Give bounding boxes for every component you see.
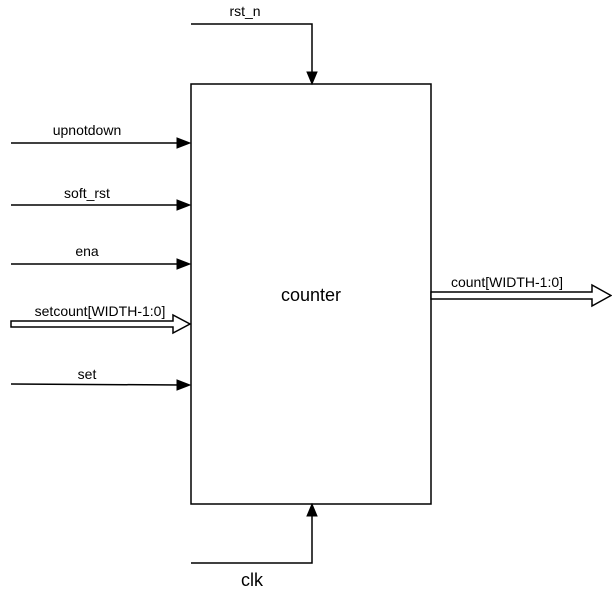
setcount-bus-arrow-icon <box>10 313 192 335</box>
module-name-label: counter <box>281 285 341 305</box>
count-bus-arrow-icon <box>430 283 612 308</box>
count-label: count[WIDTH-1:0] <box>451 274 563 290</box>
ena-label: ena <box>75 243 99 259</box>
soft-rst-arrowhead-icon <box>176 199 192 211</box>
rst-n-wire <box>191 23 313 76</box>
soft-rst-signal: soft_rst <box>11 185 192 211</box>
ena-signal: ena <box>11 243 192 270</box>
set-arrowhead-icon <box>176 379 192 391</box>
counter-module-box <box>190 83 432 505</box>
set-label: set <box>78 366 97 382</box>
set-wire <box>10 383 182 386</box>
count-bus-signal: count[WIDTH-1:0] <box>430 274 612 308</box>
set-signal: set <box>10 366 192 391</box>
ena-arrowhead-icon <box>176 258 192 270</box>
rst-n-signal: rst_n <box>191 3 318 86</box>
setcount-bus-signal: setcount[WIDTH-1:0] <box>10 303 192 335</box>
clk-wire <box>191 512 313 564</box>
clk-signal: clk <box>191 502 318 590</box>
upnotdown-arrowhead-icon <box>176 137 192 149</box>
soft-rst-label: soft_rst <box>64 185 110 201</box>
upnotdown-signal: upnotdown <box>11 122 192 149</box>
clk-arrowhead-icon <box>306 502 318 517</box>
setcount-label: setcount[WIDTH-1:0] <box>35 303 166 319</box>
clk-label: clk <box>241 570 264 590</box>
rst-n-arrowhead-icon <box>306 71 318 86</box>
rst-n-label: rst_n <box>229 3 260 19</box>
upnotdown-label: upnotdown <box>53 122 122 138</box>
